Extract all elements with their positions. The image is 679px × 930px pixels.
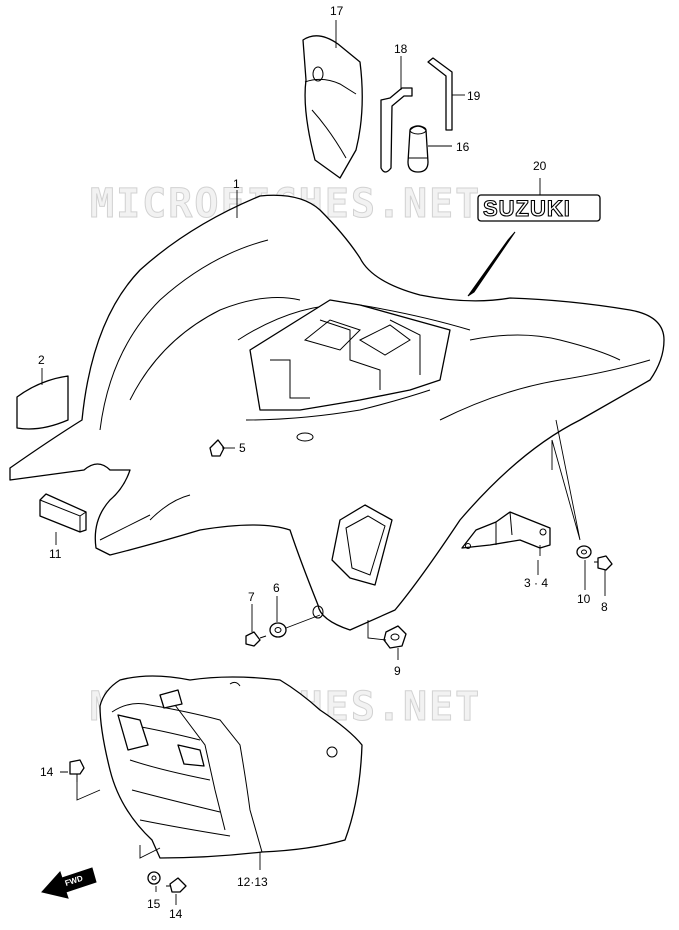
callout-20: 20: [533, 159, 547, 173]
callout-11: 11: [49, 547, 62, 561]
part-11-foam-block: [39, 493, 87, 533]
part-7-screw: [245, 631, 267, 647]
callout-12-13: 12·13: [237, 875, 268, 889]
callout-10: 10: [577, 592, 591, 606]
callout-5: 5: [239, 441, 246, 455]
callout-14-lower: 14: [169, 907, 183, 921]
part-1-rear-fender: [9, 194, 665, 631]
callout-7: 7: [248, 590, 255, 604]
callout-15: 15: [147, 897, 161, 911]
callout-1: 1: [233, 177, 240, 191]
part-5-clip: [209, 439, 225, 457]
fwd-direction-indicator: FWD: [41, 867, 97, 899]
callout-8: 8: [601, 600, 608, 614]
callout-18: 18: [394, 42, 408, 56]
part-12-13-mud-guard: [99, 675, 363, 859]
part-15-washer: [147, 871, 161, 885]
part-10-washer: [576, 545, 592, 559]
part-9-nut: [383, 625, 407, 649]
part-20-emblem: SUZUKI: [477, 194, 601, 222]
callout-19: 19: [467, 89, 481, 103]
part-17-side-cover: [302, 35, 363, 179]
callout-9: 9: [394, 664, 401, 678]
callout-14-upper: 14: [40, 765, 54, 779]
callout-6: 6: [273, 581, 280, 595]
part-18-hook: [380, 87, 413, 173]
placement-arrow: [467, 231, 516, 297]
part-6-washer: [269, 622, 287, 638]
part-2-side-pad: [16, 375, 69, 430]
leader-lines: [41, 20, 606, 905]
part-8-bolt: [594, 555, 613, 571]
part-14-screw-upper: [69, 759, 85, 782]
callout-17: 17: [330, 4, 344, 18]
part-16-pin: [407, 125, 429, 173]
part-19-hex-key: [427, 57, 453, 131]
part-3-4-bracket: [461, 511, 551, 549]
callout-16: 16: [456, 140, 470, 154]
callouts: 17 18 19 16 20 1 2 5 11 3 · 4 10 8 6 7 9…: [38, 4, 608, 921]
emblem-text: SUZUKI: [483, 196, 571, 221]
part-14-screw-lower: [166, 877, 187, 893]
callout-3-4: 3 · 4: [524, 576, 548, 590]
callout-2: 2: [38, 353, 45, 367]
